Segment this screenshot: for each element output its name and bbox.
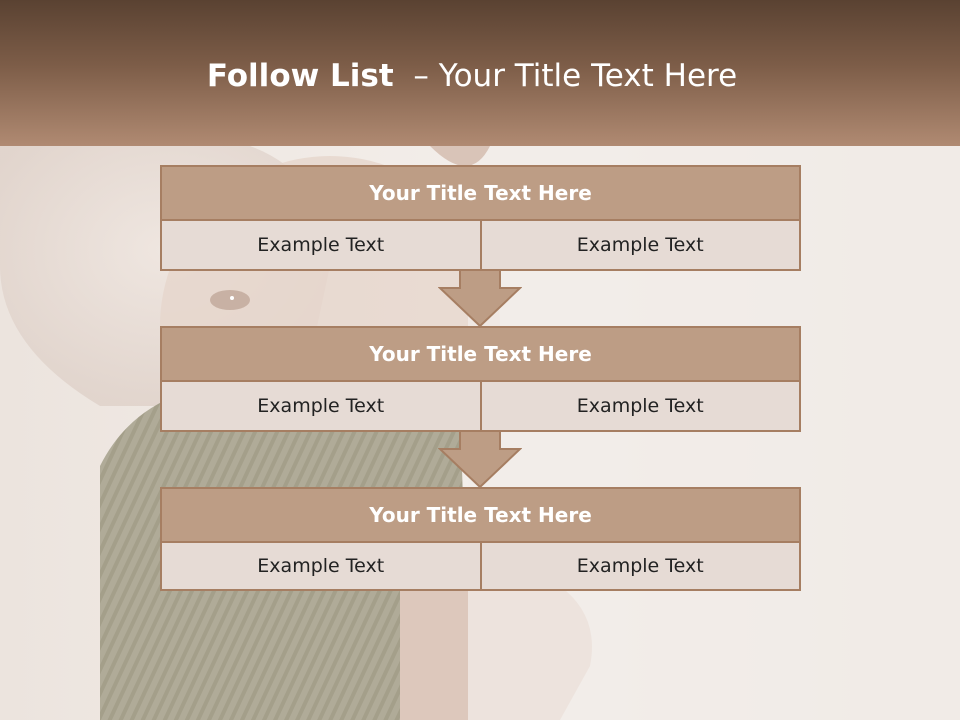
- step-1: Your Title Text Here Example Text Exampl…: [160, 165, 801, 271]
- slide-title: Follow List – Your Title Text Here: [0, 54, 944, 98]
- step-2-row: Example Text Example Text: [160, 382, 801, 432]
- step-1-title: Your Title Text Here: [160, 165, 801, 221]
- step-3-title: Your Title Text Here: [160, 487, 801, 543]
- step-3-left-text: Example Text: [160, 543, 482, 591]
- step-2: Your Title Text Here Example Text Exampl…: [160, 326, 801, 432]
- step-1-row: Example Text Example Text: [160, 221, 801, 271]
- down-arrow-icon: [438, 270, 522, 328]
- step-2-left-text: Example Text: [160, 382, 482, 432]
- step-1-left-text: Example Text: [160, 221, 482, 271]
- slide-title-rest: – Your Title Text Here: [393, 58, 738, 94]
- step-3-right-text: Example Text: [481, 543, 801, 591]
- step-2-right-text: Example Text: [481, 382, 801, 432]
- slide-title-bold: Follow List: [206, 58, 394, 94]
- step-3: Your Title Text Here Example Text Exampl…: [160, 487, 801, 591]
- down-arrow-icon: [438, 431, 522, 489]
- step-3-row: Example Text Example Text: [160, 543, 801, 591]
- step-2-title: Your Title Text Here: [160, 326, 801, 382]
- step-1-right-text: Example Text: [481, 221, 801, 271]
- title-bar: [0, 0, 960, 146]
